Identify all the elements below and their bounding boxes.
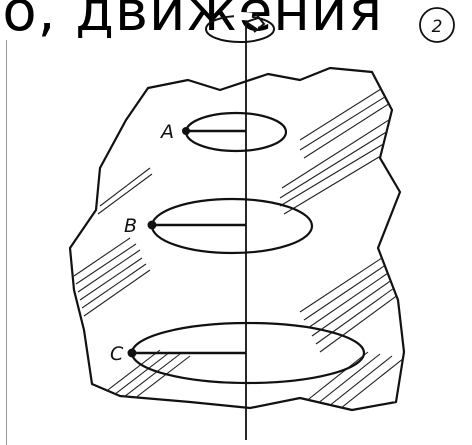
point-c-label: C <box>110 343 124 365</box>
point-b-dot <box>148 221 157 230</box>
rotation-arrow-icon <box>206 14 274 42</box>
point-a-label: A <box>159 121 174 143</box>
point-c-dot <box>128 349 137 358</box>
point-b-label: B <box>124 215 137 237</box>
figure-number-marker: 2 <box>420 8 454 42</box>
figure-number: 2 <box>432 17 443 37</box>
point-a-dot <box>182 127 190 135</box>
